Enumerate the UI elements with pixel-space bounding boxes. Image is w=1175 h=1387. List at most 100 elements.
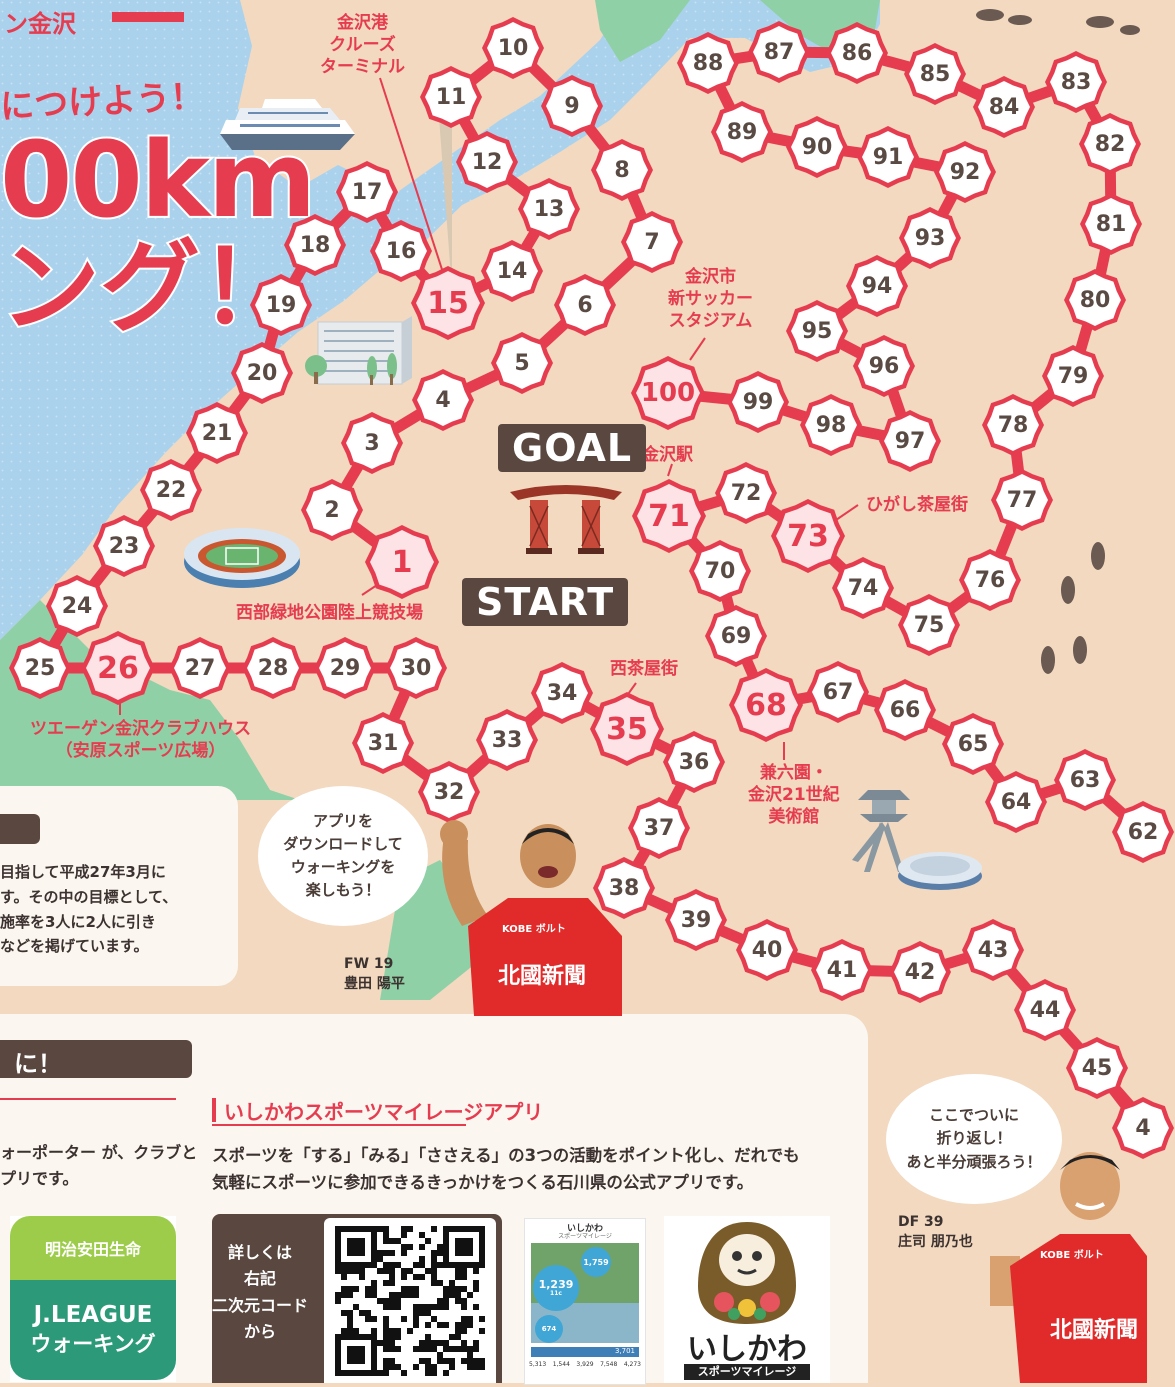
route-node-30: 30 — [384, 636, 448, 700]
green-area-top — [595, 0, 690, 62]
node-badge-icon — [874, 679, 936, 741]
node-number: 91 — [872, 144, 904, 170]
node-number: 19 — [265, 292, 297, 318]
node-number: 65 — [957, 731, 989, 757]
node-number: 82 — [1094, 131, 1126, 157]
node-number: 25 — [24, 655, 56, 681]
route-node-83: 83 — [1044, 50, 1108, 114]
node-badge-icon — [982, 394, 1044, 456]
node-badge-icon — [959, 549, 1021, 611]
qr-block: 詳しくは 右記 二次元コード から — [212, 1214, 502, 1383]
player-figure-icon — [990, 1152, 1147, 1383]
node-number: 81 — [1095, 211, 1127, 237]
node-badge-icon — [677, 32, 739, 94]
node-badge-icon — [476, 709, 538, 771]
node-number: 100 — [640, 378, 696, 408]
label-higashi: ひがし茶屋街 — [866, 495, 968, 515]
node-number: 27 — [184, 655, 216, 681]
route-node-91: 91 — [856, 125, 920, 189]
route-node-23: 23 — [92, 514, 156, 578]
node-number: 76 — [974, 567, 1006, 593]
node-badge-icon — [352, 712, 414, 774]
node-badge-icon — [341, 412, 403, 474]
node-number: 34 — [546, 680, 578, 706]
route-node-16: 16 — [369, 219, 433, 283]
route-node-4: 4 — [1111, 1096, 1175, 1160]
node-badge-icon — [593, 857, 655, 919]
node-badge-icon — [846, 255, 908, 317]
node-badge-icon — [284, 214, 346, 276]
node-number: 87 — [763, 39, 795, 65]
node-number: 44 — [1029, 997, 1061, 1023]
node-badge-icon — [491, 332, 553, 394]
qr-caption: 詳しくは 右記 二次元コード から — [212, 1243, 309, 1342]
node-number: 35 — [606, 711, 648, 747]
node-number: 94 — [861, 273, 893, 299]
node-number: 64 — [1000, 789, 1032, 815]
route-node-93: 93 — [898, 206, 962, 270]
route-node-100: 100 — [630, 355, 706, 431]
node-number: 37 — [643, 815, 675, 841]
phone-stats: 5,313 1,544 3,929 7,548 4,273 — [529, 1361, 641, 1368]
node-badge-icon — [786, 300, 848, 362]
node-number: 8 — [614, 157, 630, 183]
node-badge-icon — [301, 479, 363, 541]
player-df-photo: KOBE ボルト 北國新聞 — [980, 1146, 1147, 1383]
node-number: 22 — [155, 477, 187, 503]
node-badge-icon — [628, 797, 690, 859]
node-badge-icon — [942, 713, 1004, 775]
node-number: 15 — [427, 285, 469, 321]
node-number: 21 — [201, 420, 233, 446]
node-badge-icon — [934, 141, 996, 203]
route-node-75: 75 — [897, 593, 961, 657]
node-number: 2 — [324, 497, 340, 523]
speech-bubble-app: アプリを ダウンロードして ウォーキングを 楽しもう！ — [258, 786, 428, 926]
route-node-5: 5 — [490, 331, 554, 395]
speech-bubble-halfway: ここでついに 折り返し！ あと半分頑張ろう！ — [886, 1074, 1062, 1204]
node-number: 92 — [949, 159, 981, 185]
app-heading: いしかわスポーツマイレージアプリ — [224, 1100, 544, 1124]
route-node-37: 37 — [627, 796, 691, 860]
route-node-12: 12 — [455, 130, 519, 194]
node-badge-icon — [729, 668, 803, 742]
label-port: 金沢港 クルーズ ターミナル — [320, 13, 405, 78]
node-badge-icon — [985, 771, 1047, 833]
node-number: 17 — [351, 179, 383, 205]
route-node-86: 86 — [825, 21, 889, 85]
node-number: 63 — [1069, 767, 1101, 793]
route-node-95: 95 — [785, 299, 849, 363]
node-badge-icon — [857, 126, 919, 188]
node-badge-icon — [590, 692, 664, 766]
node-number: 68 — [745, 687, 787, 723]
node-number: 72 — [730, 480, 762, 506]
node-number: 5 — [514, 350, 530, 376]
stone-lantern-icon — [852, 790, 982, 890]
node-number: 7 — [644, 229, 660, 255]
route-node-27: 27 — [168, 636, 232, 700]
node-badge-icon — [420, 66, 482, 128]
node-badge-icon — [81, 631, 155, 705]
route-node-97: 97 — [878, 409, 942, 473]
node-number: 16 — [385, 238, 417, 264]
node-badge-icon — [412, 369, 474, 431]
node-badge-icon — [518, 178, 580, 240]
athletic-stadium-icon — [184, 528, 300, 588]
label-clubhouse: ツエーゲン金沢クラブハウス （安原スポーツ広場） — [30, 719, 251, 762]
node-number: 97 — [894, 428, 926, 454]
node-number: 98 — [815, 412, 847, 438]
node-badge-icon — [481, 240, 543, 302]
node-number: 36 — [678, 749, 710, 775]
route-node-94: 94 — [845, 254, 909, 318]
route-node-15: 15 — [410, 265, 486, 341]
route-node-10: 10 — [481, 16, 545, 80]
node-badge-icon — [771, 499, 845, 573]
node-badge-icon — [665, 889, 727, 951]
node-number: 11 — [435, 84, 467, 110]
node-number: 32 — [433, 779, 465, 805]
route-node-63: 63 — [1053, 748, 1117, 812]
green-area-left — [0, 600, 300, 800]
route-node-4: 4 — [411, 368, 475, 432]
qr-code[interactable] — [335, 1226, 485, 1376]
app-phone-screenshot: いしかわ スポーツマイレージ 1,239 11c 1,759 674 3,701… — [524, 1218, 646, 1385]
node-number: 77 — [1006, 487, 1038, 513]
